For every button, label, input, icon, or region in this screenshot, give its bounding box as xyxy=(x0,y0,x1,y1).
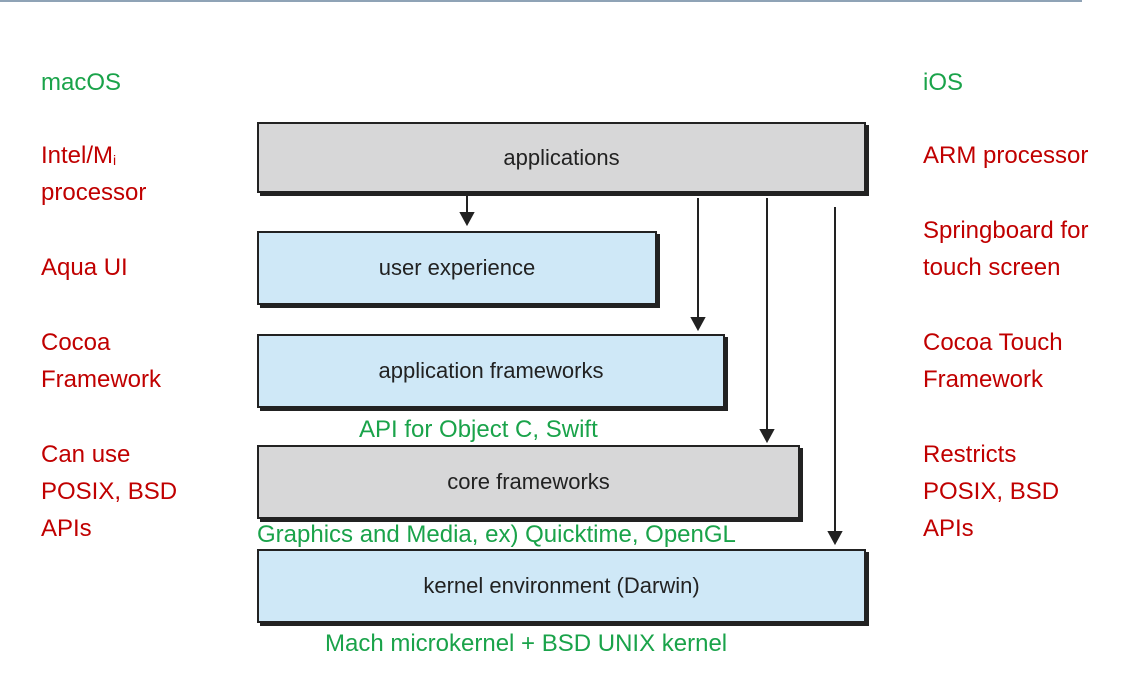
macos-framework-line1: Cocoa xyxy=(41,329,111,356)
macos-apis-line1: Can use xyxy=(41,441,131,468)
macos-processor-line2: processor xyxy=(41,179,147,206)
macos-heading: macOS xyxy=(41,69,122,96)
ios-apis-line3: APIs xyxy=(923,515,974,542)
kernel-environment-layer: kernel environment (Darwin) xyxy=(257,549,866,623)
ios-ui-line2: touch screen xyxy=(923,254,1061,281)
application-frameworks-layer: application frameworks xyxy=(257,334,725,408)
arrowhead-application-frameworks xyxy=(690,317,706,332)
ios-heading: iOS xyxy=(923,69,964,96)
macos-ui: Aqua UI xyxy=(41,254,128,281)
applications-layer: applications xyxy=(257,122,866,193)
ios-apis-line1: Restricts xyxy=(923,441,1017,468)
macos-apis-line2: POSIX, BSD xyxy=(41,478,178,505)
ios-ui-line1: Springboard for xyxy=(923,217,1089,244)
kernel-environment-label: kernel environment (Darwin) xyxy=(423,573,700,598)
application-frameworks-label: application frameworks xyxy=(378,358,604,383)
user-experience-label: user experience xyxy=(378,255,536,280)
arrowhead-kernel xyxy=(827,531,843,546)
applications-label: applications xyxy=(503,144,620,170)
ios-apis-line2: POSIX, BSD xyxy=(923,478,1060,505)
macos-apis-line3: APIs xyxy=(41,515,92,542)
macos-processor-line1: Intel/Mi xyxy=(41,142,117,169)
user-experience-layer: user experience xyxy=(257,231,657,305)
graphics-annotation: Graphics and Media, ex) Quicktime, OpenG… xyxy=(257,521,736,548)
mach-annotation: Mach microkernel + BSD UNIX kernel xyxy=(325,630,728,657)
core-frameworks-layer: core frameworks xyxy=(257,445,800,519)
macos-framework-line2: Framework xyxy=(41,366,162,393)
arrowhead-core-frameworks xyxy=(759,429,775,444)
core-frameworks-label: core frameworks xyxy=(447,469,610,494)
ios-framework-line2: Framework xyxy=(923,366,1044,393)
api-annotation: API for Object C, Swift xyxy=(359,416,598,443)
ios-processor: ARM processor xyxy=(923,142,1089,169)
top-rule xyxy=(0,0,1082,2)
ios-framework-line1: Cocoa Touch xyxy=(923,329,1063,356)
arrowhead-user-experience xyxy=(459,212,475,227)
